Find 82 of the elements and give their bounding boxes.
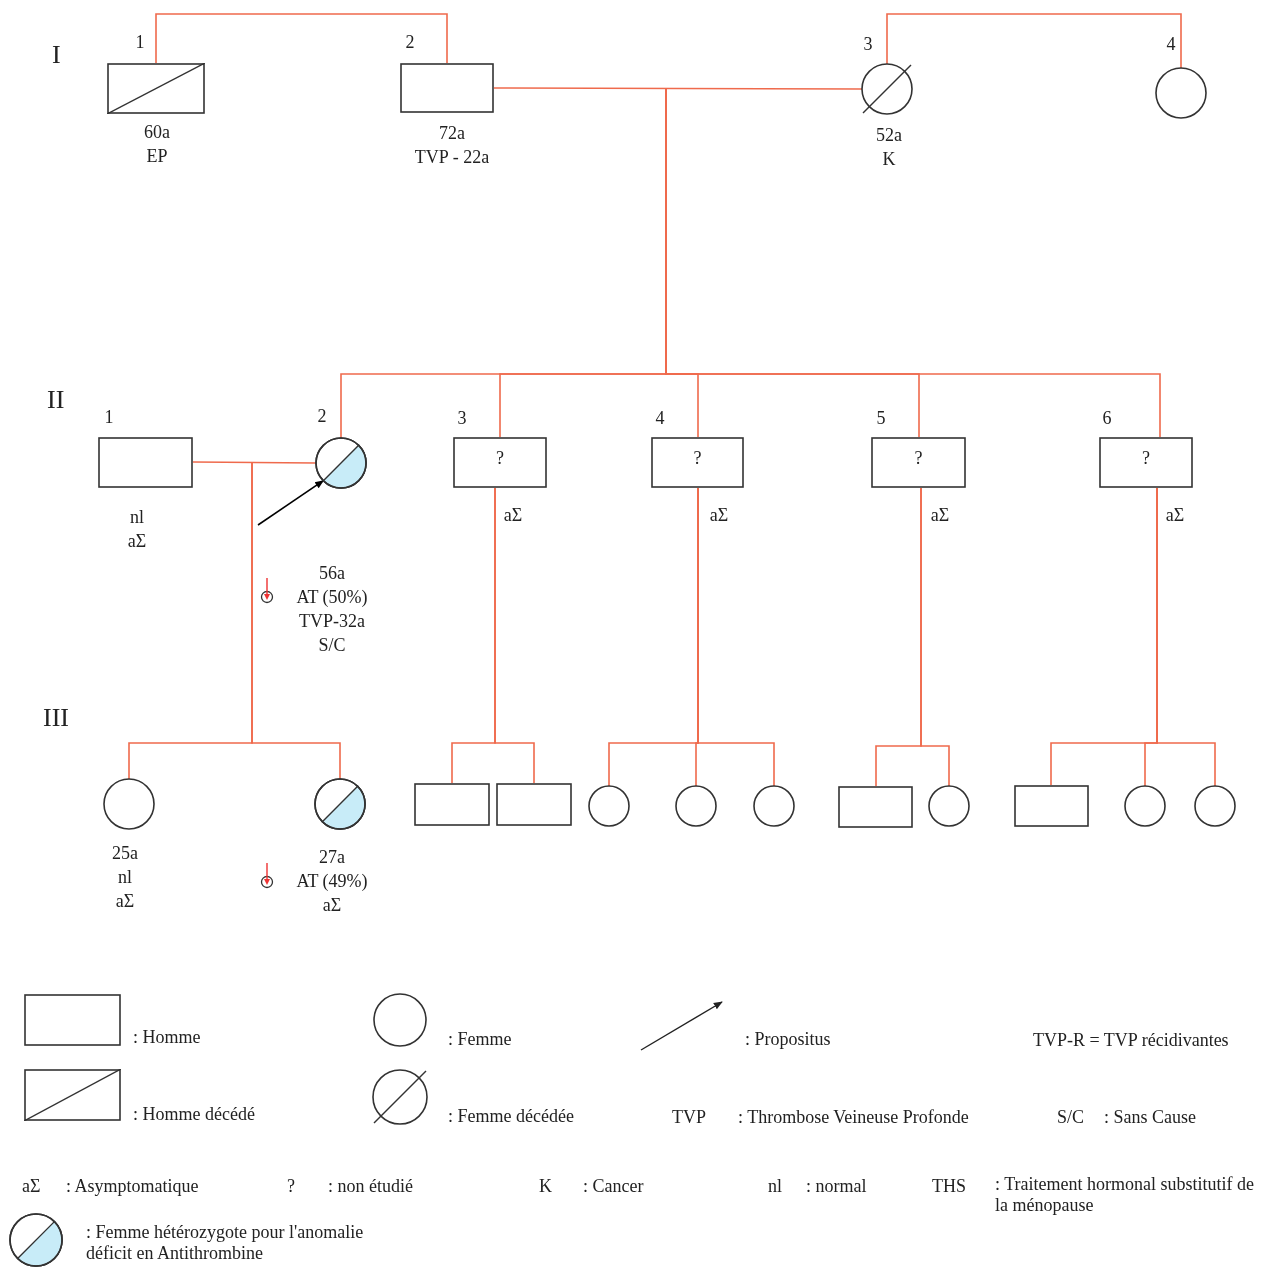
pedigree-line	[155, 13, 448, 64]
annotation-text: 60a	[144, 121, 170, 143]
legend-text: : Homme	[133, 1026, 201, 1048]
legend-note: TVP	[672, 1106, 706, 1128]
individual-number: 4	[655, 407, 665, 429]
female-symbol	[675, 785, 717, 827]
generation-label: III	[43, 703, 69, 733]
annotation-text: nl	[118, 866, 132, 888]
annotation-text: 72a	[439, 122, 465, 144]
pedigree-line	[494, 487, 535, 784]
female-symbol	[103, 778, 155, 830]
annotation-text: aΣ	[709, 504, 729, 526]
female-symbol	[1194, 785, 1236, 827]
carrier-female-symbol	[314, 778, 366, 830]
annotation-text: aΣ	[930, 504, 950, 526]
propositus-arrow	[257, 479, 325, 526]
individual-number: 6	[1102, 407, 1112, 429]
annotation-text: K	[882, 148, 896, 170]
individual-number: 2	[405, 31, 415, 53]
legend-note: THS	[932, 1175, 966, 1197]
female-symbol	[753, 785, 795, 827]
legend-text: : Homme décédé	[133, 1103, 255, 1125]
pedigree-line	[697, 487, 775, 787]
status-mark: ?	[914, 447, 923, 468]
legend-note: ?	[287, 1175, 295, 1197]
male-symbol	[838, 786, 913, 828]
annotation-text: 56a	[319, 562, 345, 584]
generation-label: II	[47, 385, 65, 415]
individual-number: 3	[863, 33, 873, 55]
annotation-text: aΣ	[1165, 504, 1185, 526]
individual-number: 5	[876, 407, 886, 429]
status-mark: ?	[1142, 447, 1150, 468]
pedigree-line	[192, 461, 317, 464]
annotation-text: aΣ	[322, 894, 342, 916]
annotation-text: aΣ	[127, 530, 147, 552]
legend-note: K	[539, 1175, 552, 1197]
annotation-text: AT (49%)	[296, 870, 368, 892]
generation-label: I	[52, 40, 61, 70]
annotation-text: nl	[130, 506, 144, 528]
annotation-text: 27a	[319, 846, 345, 868]
annotation-text: aΣ	[115, 890, 135, 912]
individual-number: 3	[457, 407, 467, 429]
status-mark: ?	[693, 447, 702, 468]
legend-note: : Cancer	[583, 1175, 644, 1197]
legend-text: : Femme hétérozygote pour l'anomalie déficit en Antithrombine	[86, 1222, 365, 1264]
annotation-text: AT (50%)	[296, 586, 368, 608]
male-symbol	[496, 783, 572, 826]
pedigree-line	[251, 461, 341, 780]
status-mark: ?	[496, 447, 504, 468]
legend-text: : Propositus	[745, 1028, 831, 1050]
legend-text: : Femme décédée	[448, 1105, 574, 1127]
female-symbol	[928, 785, 970, 827]
legend-note: : Sans Cause	[1104, 1106, 1196, 1128]
individual-number: 1	[104, 406, 114, 428]
legend-note: S/C	[1057, 1106, 1085, 1128]
pedigree-line	[920, 487, 950, 787]
legend-note: : Asymptomatique	[66, 1175, 199, 1197]
male-symbol	[1014, 785, 1089, 827]
annotation-text: TVP - 22a	[414, 146, 490, 168]
legend-note: : non étudié	[328, 1175, 413, 1197]
legend-note: aΣ	[22, 1175, 41, 1197]
legend-note: nl	[768, 1175, 782, 1197]
pedigree-line	[1156, 487, 1216, 787]
annotation-text: 25a	[112, 842, 138, 864]
male-symbol	[414, 783, 490, 826]
annotation-text: TVP-32a	[299, 610, 365, 632]
annotation-text: aΣ	[503, 504, 523, 526]
annotation-text: 52a	[876, 124, 902, 146]
individual-number: 2	[317, 405, 327, 427]
legend-note: : Thrombose Veineuse Profonde	[738, 1106, 969, 1128]
individual-number: 4	[1166, 33, 1176, 55]
legend-note: TVP-R = TVP récidivantes	[1033, 1029, 1229, 1051]
female-symbol	[588, 785, 630, 827]
annotation-text: EP	[146, 145, 168, 167]
pedigree-line	[886, 13, 1182, 69]
individual-number: 1	[135, 31, 145, 53]
legend-text: : Femme	[448, 1028, 512, 1050]
annotation-text: S/C	[318, 634, 346, 656]
female-symbol	[1124, 785, 1166, 827]
legend-note: : normal	[806, 1175, 867, 1197]
legend-note: : Traitement hormonal substitutif de la ménopause	[995, 1174, 1255, 1216]
pedigree-line	[493, 87, 863, 90]
